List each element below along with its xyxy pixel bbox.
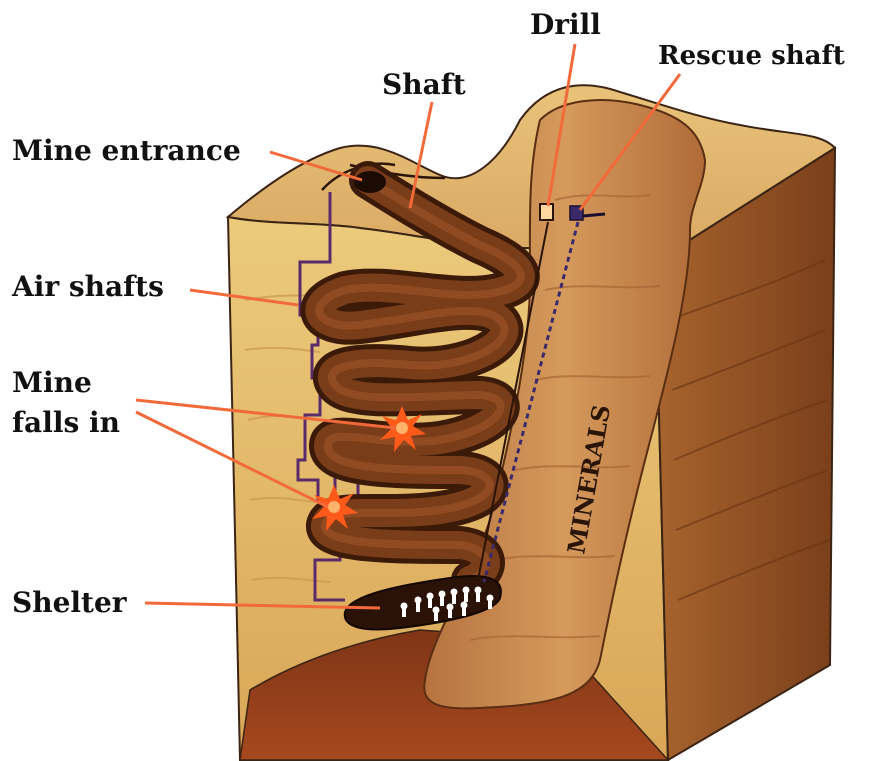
rescue-shaft-label: Rescue shaft [658, 41, 845, 71]
shelter-label: Shelter [12, 586, 128, 619]
mine-falls-in-label-line1: Mine [12, 366, 92, 399]
air-shafts-label: Air shafts [11, 270, 164, 303]
mine-entrance-opening [354, 171, 386, 193]
mine-falls-in-label-line2: falls in [12, 406, 120, 439]
rescue-rig-boom [583, 214, 605, 216]
drill-rig [540, 204, 553, 220]
drill-label: Drill [530, 8, 601, 41]
mine-entrance-label: Mine entrance [12, 134, 241, 167]
shaft-label: Shaft [382, 68, 466, 101]
